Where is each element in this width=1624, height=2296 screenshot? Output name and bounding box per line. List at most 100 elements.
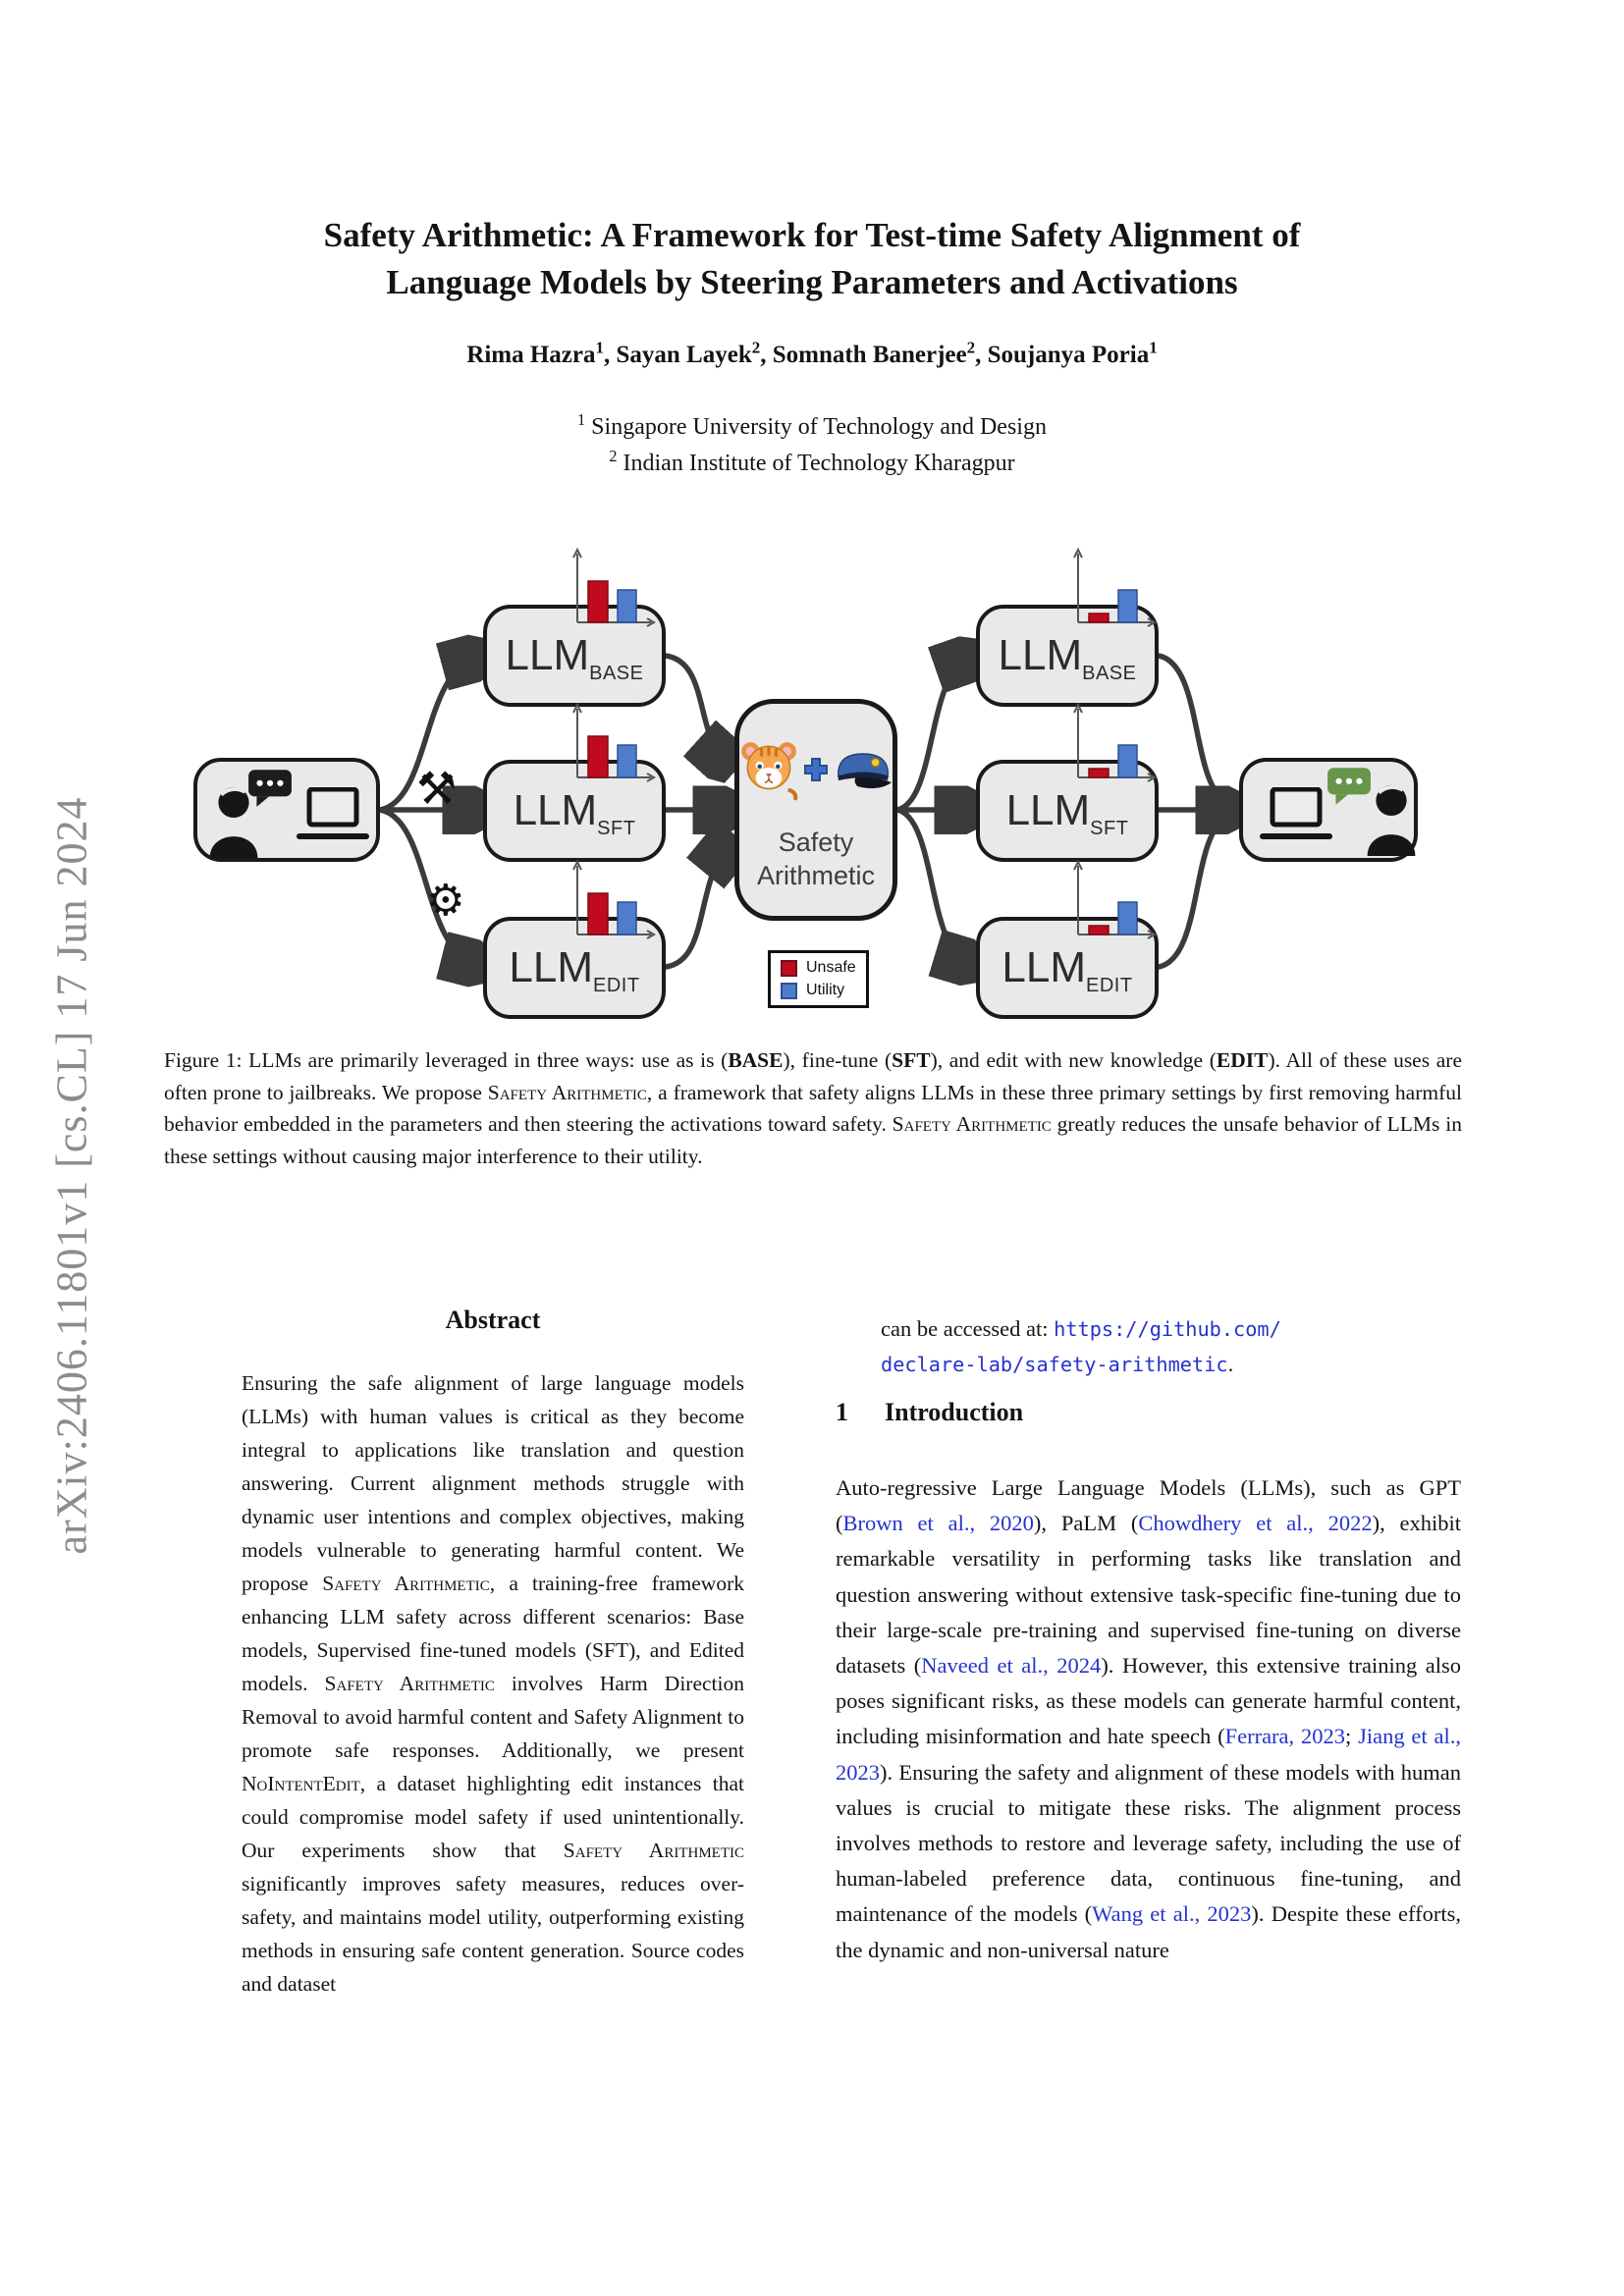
legend-item-unsafe: Unsafe bbox=[781, 959, 856, 977]
arrow-base-to-safety bbox=[663, 653, 726, 762]
citation-link[interactable]: Wang et al., 2023 bbox=[1092, 1901, 1252, 1927]
text-segment: Safety Arithmetic bbox=[324, 1672, 495, 1695]
text-segment: , a framework that safety aligns LLMs in… bbox=[164, 1080, 1462, 1137]
text-segment: can be accessed at: bbox=[881, 1316, 1055, 1341]
llm-edit-label: LLMEDIT bbox=[509, 943, 640, 996]
arrow-edit-to-output bbox=[1156, 815, 1230, 970]
unsafe-bar bbox=[1088, 613, 1110, 623]
text-segment: , a training-free framework enhancing LL… bbox=[242, 1572, 744, 1695]
text-segment: 2 bbox=[609, 447, 618, 465]
arrow-safety-to-edit bbox=[894, 807, 969, 963]
text-segment: Auto-regressive Large Language Models (L… bbox=[836, 1475, 1461, 1536]
url-link[interactable]: declare-lab/safety-arithmetic bbox=[881, 1353, 1228, 1376]
chart-edit-before bbox=[572, 859, 657, 939]
text-segment: greatly reduces the unsafe behavior of L… bbox=[164, 1112, 1462, 1168]
text-segment: 1 bbox=[1149, 338, 1158, 357]
tiger-icon bbox=[741, 742, 798, 801]
text-segment: ). All of these uses are often prone to … bbox=[164, 1048, 1463, 1104]
section-number: 1 bbox=[836, 1398, 848, 1426]
citation-link[interactable]: Naveed et al., 2024 bbox=[921, 1653, 1102, 1679]
text-segment: , a dataset highlighting edit instances … bbox=[242, 1772, 744, 1862]
text-segment: ). Ensuring the safety and alignment of … bbox=[836, 1759, 1461, 1927]
text-segment: Ensuring the safe alignment of large lan… bbox=[242, 1371, 744, 1595]
text-segment: Safety Arithmetic bbox=[322, 1572, 490, 1595]
figure-caption: Figure 1: LLMs are primarily leveraged i… bbox=[164, 1044, 1462, 1172]
text-segment: Rima Hazra bbox=[466, 342, 596, 368]
utility-color-swatch bbox=[781, 982, 797, 999]
llm-base-label: LLMBASE bbox=[505, 631, 644, 684]
utility-bar bbox=[617, 744, 637, 778]
text-segment: 2 bbox=[751, 338, 761, 357]
abstract-continuation: can be accessed at: https://github.com/d… bbox=[881, 1311, 1411, 1382]
llm-edit-label: LLMEDIT bbox=[1001, 943, 1133, 996]
text-segment: 2 bbox=[966, 338, 976, 357]
arrow-safety-to-base bbox=[894, 659, 969, 813]
text-segment: Singapore University of Technology and D… bbox=[585, 414, 1047, 440]
url-link[interactable]: https://github.com/ bbox=[1054, 1317, 1281, 1341]
tools-icon: ⚒ bbox=[416, 762, 458, 815]
text-segment: SFT bbox=[892, 1048, 931, 1072]
chart-edit-after bbox=[1073, 859, 1158, 939]
citation-link[interactable]: Brown et al., 2020 bbox=[842, 1511, 1034, 1536]
unsafe-bar bbox=[587, 580, 609, 623]
arxiv-stamp: arXiv:2406.11801v1 [cs.CL] 17 Jun 2024 bbox=[47, 796, 96, 1555]
utility-bar bbox=[1117, 744, 1138, 778]
utility-bar bbox=[617, 901, 637, 935]
arrow-base-to-output bbox=[1156, 653, 1230, 805]
figure-legend: Unsafe Utility bbox=[768, 950, 869, 1008]
legend-item-utility: Utility bbox=[781, 982, 856, 999]
text-segment: Indian Institute of Technology Kharagpur bbox=[617, 451, 1015, 476]
paper-title: Safety Arithmetic: A Framework for Test-… bbox=[0, 212, 1624, 306]
text-segment: significantly improves safety measures, … bbox=[242, 1872, 744, 1996]
plus-icon bbox=[804, 758, 828, 781]
figure-arrows bbox=[377, 540, 1434, 1031]
text-segment: ), exhibit remarkable versatility in per… bbox=[836, 1511, 1461, 1679]
text-segment: 1 bbox=[577, 410, 586, 429]
utility-bar bbox=[1117, 589, 1138, 623]
text-segment: Safety Arithmetic bbox=[563, 1839, 744, 1862]
llm-sft-label: LLMSFT bbox=[1005, 786, 1129, 839]
introduction-heading: 1 Introduction bbox=[836, 1398, 1464, 1427]
police-cap-icon bbox=[838, 752, 893, 788]
user-icon bbox=[209, 786, 258, 858]
abstract-body: Ensuring the safe alignment of large lan… bbox=[242, 1366, 744, 2001]
laptop-icon bbox=[1260, 787, 1332, 839]
utility-bar bbox=[1117, 901, 1138, 935]
green-chat-bubble-icon bbox=[1327, 768, 1371, 805]
chat-bubble-icon bbox=[248, 770, 292, 807]
chart-sft-before bbox=[572, 702, 657, 782]
citation-link[interactable]: Jiang et al., 2023 bbox=[836, 1724, 1461, 1785]
citation-link[interactable]: Chowdhery et al., 2022 bbox=[1138, 1511, 1373, 1536]
text-segment: , Sayan Layek bbox=[603, 342, 752, 368]
text-segment: ). Despite these efforts, the dynamic an… bbox=[836, 1901, 1461, 1962]
unsafe-bar bbox=[1088, 768, 1110, 778]
text-segment: , Somnath Banerjee bbox=[760, 342, 967, 368]
laptop-icon bbox=[297, 787, 369, 839]
text-segment: 1 bbox=[595, 338, 604, 357]
author-line: Rima Hazra1, Sayan Layek2, Somnath Baner… bbox=[0, 338, 1624, 369]
unsafe-bar bbox=[587, 892, 609, 935]
abstract-heading: Abstract bbox=[445, 1306, 541, 1334]
legend-label: Utility bbox=[806, 982, 845, 998]
unsafe-color-swatch bbox=[781, 959, 797, 977]
text-segment: . bbox=[1227, 1352, 1234, 1376]
text-segment: Safety Arithmetic bbox=[892, 1112, 1052, 1136]
text-segment: ), fine-tune ( bbox=[783, 1048, 893, 1072]
safety-arithmetic-box: Safety Arithmetic bbox=[734, 699, 897, 921]
text-segment: BASE bbox=[728, 1048, 784, 1072]
gear-icon: ⚙ bbox=[426, 876, 465, 926]
text-segment: Safety Arithmetic bbox=[487, 1080, 647, 1104]
user-query-box bbox=[193, 758, 380, 862]
affiliation-1: 1 Singapore University of Technology and… bbox=[0, 409, 1624, 446]
user-icon bbox=[1367, 784, 1416, 856]
citation-link[interactable]: Ferrara, 2023 bbox=[1224, 1724, 1345, 1749]
unsafe-bar bbox=[1088, 925, 1110, 935]
section-title: Introduction bbox=[885, 1398, 1024, 1426]
text-segment: involves Harm Direction Removal to avoid… bbox=[242, 1672, 744, 1762]
llm-base-label: LLMBASE bbox=[998, 631, 1137, 684]
text-segment: ; bbox=[1345, 1724, 1359, 1749]
llm-sft-label: LLMSFT bbox=[513, 786, 636, 839]
utility-bar bbox=[617, 589, 637, 623]
arrow-input-to-edit bbox=[377, 807, 476, 964]
text-segment: NoIntentEdit bbox=[242, 1772, 360, 1795]
